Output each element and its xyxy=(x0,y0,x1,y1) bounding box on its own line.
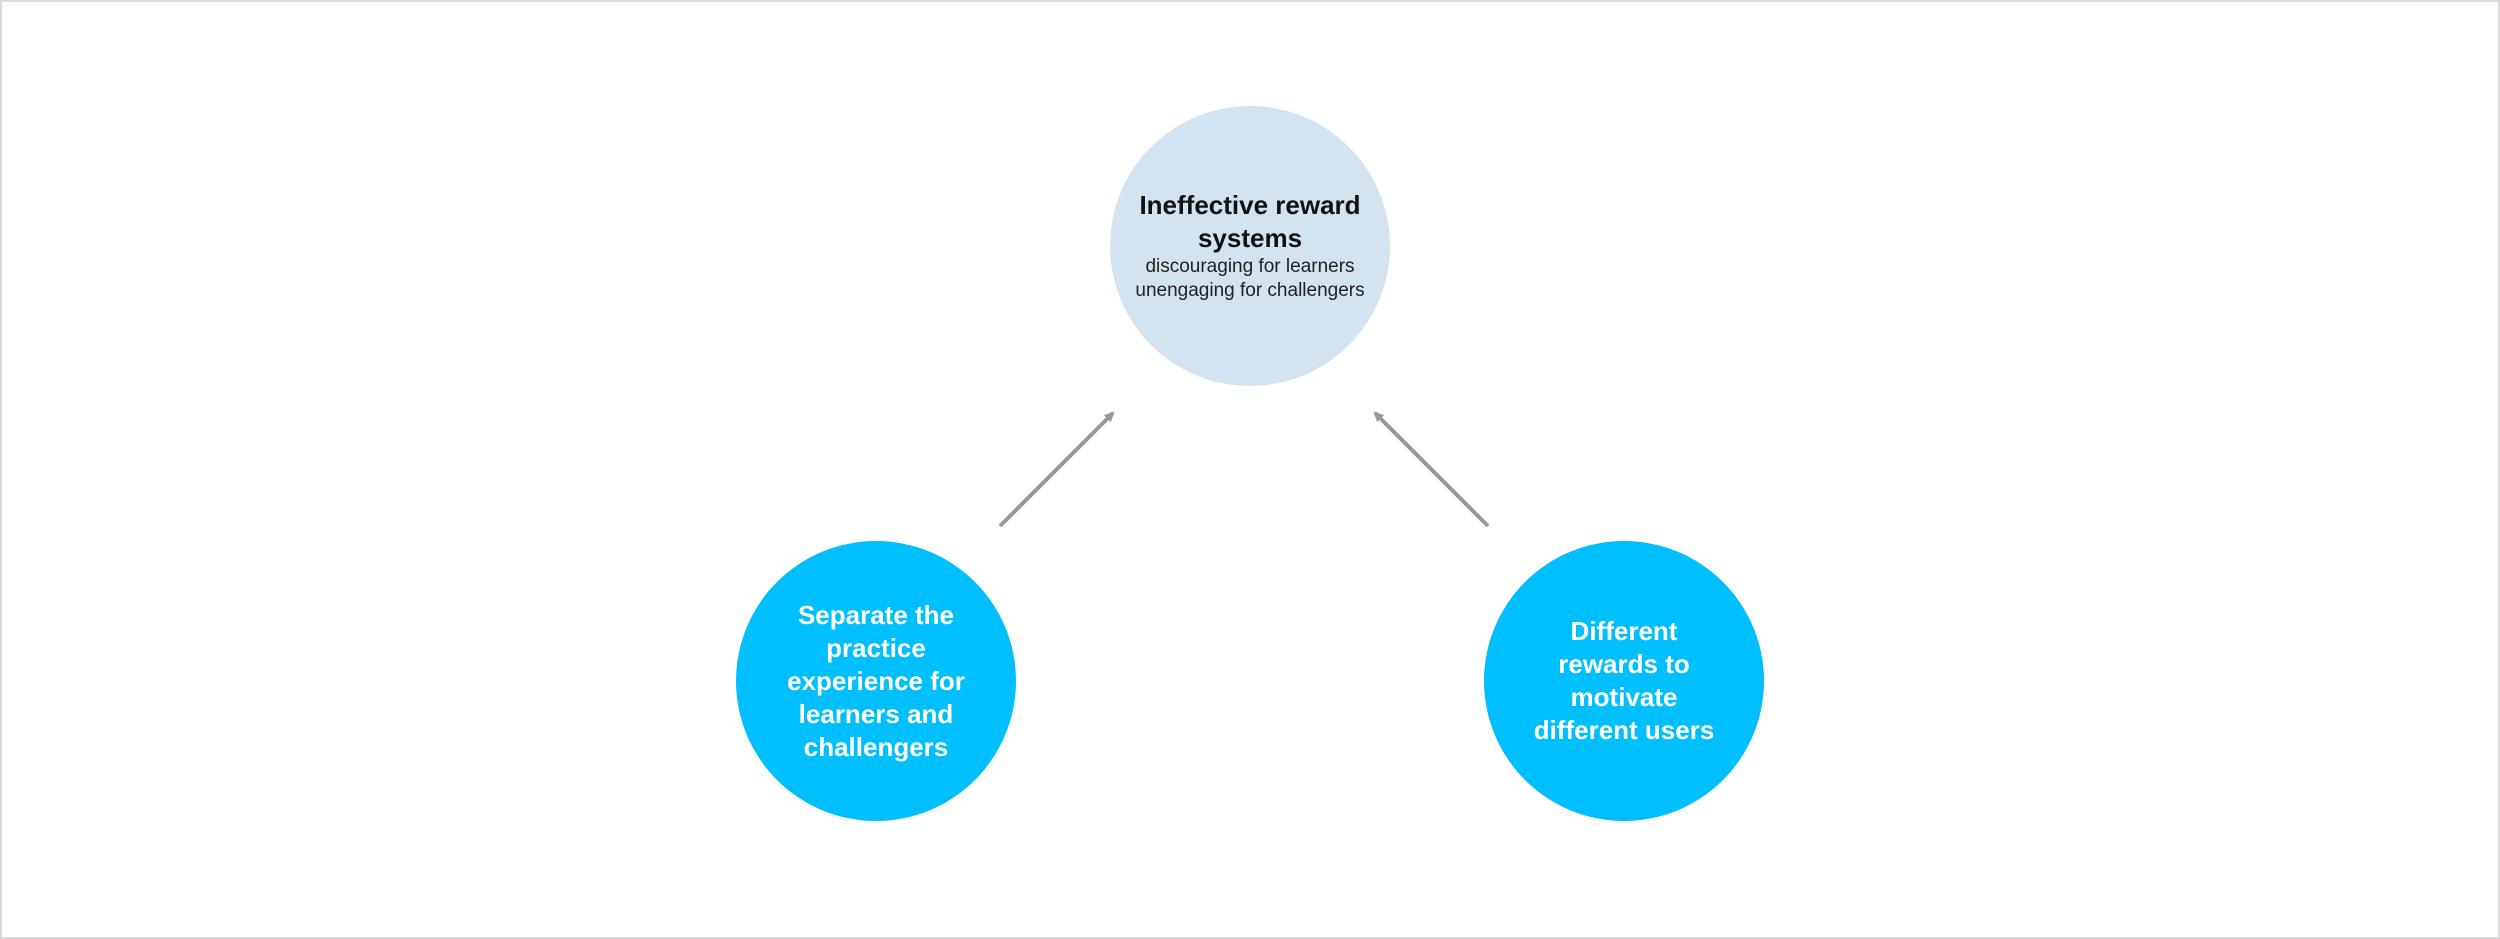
problem-title: Ineffective reward systems xyxy=(1139,190,1361,253)
arrow-left-to-top xyxy=(998,411,1115,528)
problem-line-challengers: unengaging for challengers xyxy=(1135,280,1365,301)
problem-line-learners: discouraging for learners xyxy=(1145,256,1355,277)
solution-node-different-rewards: Different rewards to motivate different … xyxy=(1484,541,1764,821)
solution-label-different-rewards: Different rewards to motivate different … xyxy=(1533,616,1715,745)
solution-node-separate-practice: Separate the practice experience for lea… xyxy=(736,541,1016,821)
solution-label-separate-practice: Separate the practice experience for lea… xyxy=(787,599,965,762)
problem-node: Ineffective reward systems discouraging … xyxy=(1110,106,1390,386)
arrow-right-to-top xyxy=(1373,411,1490,528)
